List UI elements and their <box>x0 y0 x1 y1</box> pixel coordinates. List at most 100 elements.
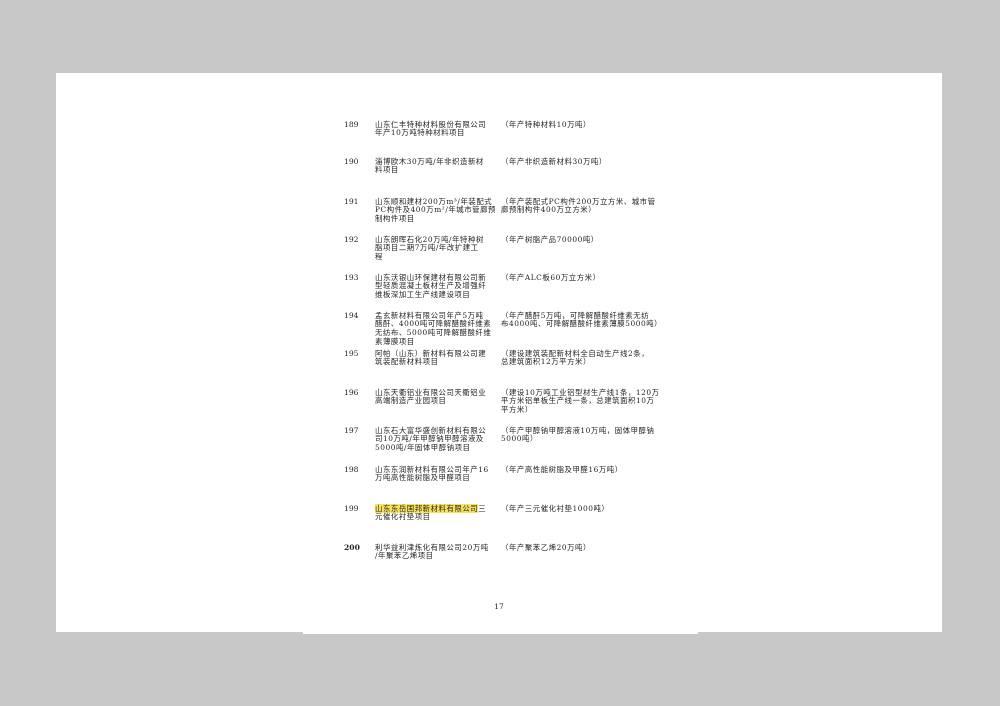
list-item: 195 阿帕（山东）新材料有限公司建筑装配新材料项目 （建设建筑装配新材料全自动生产… <box>56 348 942 386</box>
project-capacity-line: 5000吨） <box>501 434 538 444</box>
item-number: 194 <box>344 310 359 320</box>
project-name-line: 醋酐、4000吨可降解醋酸纤维素 <box>375 319 492 329</box>
document-page: 189 山东仁丰特种材料股份有限公司年产10万吨特种材料项目 （年产特种材料10万吨… <box>56 73 942 634</box>
project-name: 利华益利津炼化有限公司20万吨/年聚苯乙烯项目 <box>375 542 489 561</box>
project-name-line: 万吨高性能树脂及甲醛项目 <box>375 473 471 483</box>
project-name-line: 程 <box>375 251 383 261</box>
list-item: 190 淄博欧木30万吨/年非织造新材料项目 （年产非织造新材料30万吨） <box>56 156 942 194</box>
item-number: 189 <box>344 119 359 129</box>
project-capacity-line: （年产聚苯乙烯20万吨） <box>501 542 591 552</box>
project-capacity-line: （年产三元催化衬垫1000吨） <box>501 503 610 513</box>
project-capacity-line: （年产醋酐5万吨，可降解醋酸纤维素无纺 <box>501 310 650 320</box>
project-name-line: 孟玄新材料有限公司年产5万吨 <box>375 310 484 320</box>
project-capacity: （建设建筑装配新材料全自动生产线2条，总建筑面积12万平方米） <box>501 348 650 367</box>
project-capacity-line: 平方米铝单板生产线一条，总建筑面积10万 <box>501 396 655 406</box>
project-name: 山东仁丰特种材料股份有限公司年产10万吨特种材料项目 <box>375 119 487 138</box>
project-name-line: 山东朗晖石化20万吨/年特种树 <box>375 234 484 244</box>
project-capacity: （年产醋酐5万吨，可降解醋酸纤维素无纺布4000吨、可降解醋酸纤维素薄膜5000… <box>501 310 663 329</box>
project-capacity: （年产高性能树脂及甲醛16万吨） <box>501 464 623 475</box>
project-name-line: 山东东岳国邦新材料有限公司三 <box>375 503 487 514</box>
project-name: 山东沃银山环保建材有限公司新型轻质混凝土板材生产及增强纤维板深加工生产线建设项目 <box>375 272 487 300</box>
item-number: 190 <box>344 156 359 166</box>
project-list: 189 山东仁丰特种材料股份有限公司年产10万吨特种材料项目 （年产特种材料10万吨… <box>56 73 942 593</box>
list-item: 193 山东沃银山环保建材有限公司新型轻质混凝土板材生产及增强纤维板深加工生产线建… <box>56 272 942 310</box>
project-name-line: 山东天衢铝业有限公司天衢铝业 <box>375 387 487 397</box>
project-capacity: （年产非织造新材料30万吨） <box>501 156 607 167</box>
project-capacity-line: （年产非织造新材料30万吨） <box>501 156 607 166</box>
project-name: 淄博欧木30万吨/年非织造新材料项目 <box>375 156 484 175</box>
text-segment: 三 <box>478 503 487 513</box>
item-number: 199 <box>344 503 359 513</box>
project-capacity-line: 平方米） <box>501 404 533 414</box>
item-number: 191 <box>344 196 359 206</box>
project-name-line: 山东仁丰特种材料股份有限公司 <box>375 119 487 129</box>
project-name: 孟玄新材料有限公司年产5万吨醋酐、4000吨可降解醋酸纤维素无纺布、5000吨可… <box>375 310 492 347</box>
project-capacity-line: 布4000吨、可降解醋酸纤维素薄膜5000吨） <box>501 319 663 329</box>
highlighted-text: 山东东岳国邦新材料有限公司 <box>375 503 479 513</box>
project-name-line: 利华益利津炼化有限公司20万吨 <box>375 542 489 552</box>
project-name-line: 维板深加工生产线建设项目 <box>375 289 471 299</box>
project-capacity-line: （年产高性能树脂及甲醛16万吨） <box>501 464 623 474</box>
project-name-line: 山东石大富华盛创新材料有限公 <box>375 425 487 435</box>
project-capacity-line: （年产装配式PC构件200万立方米、城市管 <box>501 196 656 206</box>
project-name: 山东东岳国邦新材料有限公司三元催化衬垫项目 <box>375 503 487 522</box>
project-name-line: 无纺布、5000吨可降解醋酸纤维 <box>375 327 492 337</box>
project-capacity: （年产装配式PC构件200万立方米、城市管廊预制构件400万立方米） <box>501 196 656 215</box>
list-item: 189 山东仁丰特种材料股份有限公司年产10万吨特种材料项目 （年产特种材料10万吨… <box>56 119 942 157</box>
item-number: 198 <box>344 464 359 474</box>
project-name-line: 淄博欧木30万吨/年非织造新材 <box>375 156 484 166</box>
project-name-line: 筑装配新材料项目 <box>375 357 439 367</box>
project-capacity: （年产聚苯乙烯20万吨） <box>501 542 591 553</box>
project-name-line: 5000吨/年固体甲醇钠项目 <box>375 442 471 452</box>
project-capacity: （年产树脂产品70000吨） <box>501 234 599 245</box>
project-capacity: （年产ALC板60万立方米） <box>501 272 601 283</box>
project-name-line: 山东沃银山环保建材有限公司新 <box>375 272 487 282</box>
project-capacity: （年产特种材料10万吨） <box>501 119 591 130</box>
project-name: 山东天衢铝业有限公司天衢铝业高端制造产业园项目 <box>375 387 487 406</box>
list-item: 200 利华益利津炼化有限公司20万吨/年聚苯乙烯项目 （年产聚苯乙烯20万吨） <box>56 542 942 580</box>
project-name: 阿帕（山东）新材料有限公司建筑装配新材料项目 <box>375 348 487 367</box>
item-number: 195 <box>344 348 359 358</box>
item-number: 200 <box>344 542 360 552</box>
item-number: 193 <box>344 272 359 282</box>
project-capacity-line: （建设建筑装配新材料全自动生产线2条， <box>501 348 650 358</box>
project-name-line: 阿帕（山东）新材料有限公司建 <box>375 348 487 358</box>
project-capacity-line: （年产特种材料10万吨） <box>501 119 591 129</box>
project-capacity: （建设10万吨工业铝型材生产线1条，120万平方米铝单板生产线一条，总建筑面积1… <box>501 387 660 415</box>
project-name-line: /年聚苯乙烯项目 <box>375 551 434 561</box>
project-name: 山东朗晖石化20万吨/年特种树脂项目二期7万吨/年改扩建工程 <box>375 234 484 262</box>
project-name-line: 山东东润新材料有限公司年产16 <box>375 464 489 474</box>
list-item: 194 孟玄新材料有限公司年产5万吨醋酐、4000吨可降解醋酸纤维素无纺布、500… <box>56 310 942 348</box>
project-name-line: PC构件及400万m²/年城市管廊预 <box>375 205 497 215</box>
project-name-line: 司10万吨/年甲醇钠甲醇溶液及 <box>375 434 484 444</box>
project-name-line: 素薄膜项目 <box>375 336 415 346</box>
project-capacity-line: 廊预制构件400万立方米） <box>501 205 597 215</box>
project-capacity-line: （年产树脂产品70000吨） <box>501 234 599 244</box>
project-capacity-line: （年产ALC板60万立方米） <box>501 272 601 282</box>
item-number: 196 <box>344 387 359 397</box>
project-capacity-line: （年产甲醇钠甲醇溶液10万吨，固体甲醇钠 <box>501 425 655 435</box>
project-name-line: 制构件项目 <box>375 213 415 223</box>
project-name-line: 山东顺和建材200万m³/年装配式 <box>375 196 493 206</box>
project-name-line: 脂项目二期7万吨/年改扩建工 <box>375 243 479 253</box>
list-item: 196 山东天衢铝业有限公司天衢铝业高端制造产业园项目 （建设10万吨工业铝型材生产… <box>56 387 942 425</box>
project-name-line: 高端制造产业园项目 <box>375 396 447 406</box>
project-name-line: 料项目 <box>375 165 399 175</box>
item-number: 197 <box>344 425 359 435</box>
project-capacity: （年产三元催化衬垫1000吨） <box>501 503 610 514</box>
page-edge <box>303 632 698 634</box>
page-number: 17 <box>494 602 504 611</box>
project-name-line: 年产10万吨特种材料项目 <box>375 128 465 138</box>
project-name-line: 型轻质混凝土板材生产及增强纤 <box>375 281 487 291</box>
project-capacity-line: （建设10万吨工业铝型材生产线1条，120万 <box>501 387 660 397</box>
project-name-line: 元催化衬垫项目 <box>375 512 431 522</box>
